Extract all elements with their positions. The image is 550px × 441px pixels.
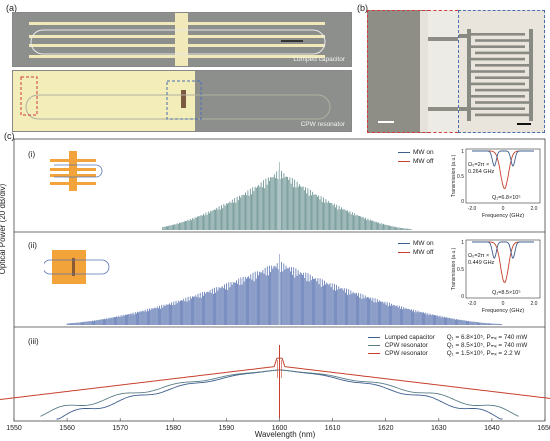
- inset-omega-label: Ω₀=2π ×: [468, 162, 489, 168]
- panel-label-c: (c): [4, 131, 15, 141]
- inset-ylabel: Transmission (a.u.): [451, 247, 457, 290]
- x-tick-label: 1570: [112, 425, 128, 432]
- inset-xtick: -2.0: [468, 301, 477, 307]
- micrograph-transition: [428, 10, 458, 133]
- inset-q-value: Q₁=8.5×10⁵: [492, 289, 521, 296]
- inset-ytick: 1: [461, 240, 464, 246]
- cpw-resonator-label: CPW resonator: [300, 121, 345, 128]
- inset-curve-mw-on: [472, 241, 534, 259]
- panel-label-b: (b): [357, 3, 368, 13]
- x-tick-label: 1620: [378, 425, 394, 432]
- inset-ytick: 0.5: [457, 174, 464, 180]
- inset-ytick: 0: [461, 199, 464, 205]
- x-axis-label: Wavelength (nm): [254, 430, 316, 439]
- inset-ytick: 0: [461, 294, 464, 300]
- lumped-electrode-icon: [50, 151, 103, 191]
- inset-omega-value: 0.449 GHz: [468, 260, 495, 266]
- x-tick-label: 1550: [6, 425, 22, 432]
- inset-xtick: 0: [502, 206, 505, 212]
- interdigitated-capacitor-drawing: [459, 29, 533, 125]
- inset-omega-value: 0.264 GHz: [468, 169, 495, 175]
- inset-xlabel: Frequency (GHz): [482, 308, 524, 314]
- lumped-capacitor-drawing: [29, 13, 326, 66]
- legend-ii-mw-on: MW on: [398, 239, 434, 248]
- x-tick-label: 1630: [431, 425, 447, 432]
- x-tick-label: 1640: [484, 425, 500, 432]
- legend-i-mw-on: MW on: [398, 148, 434, 157]
- x-tick-label: 1590: [219, 425, 235, 432]
- inset-xtick: -2.0: [468, 206, 477, 212]
- x-tick-label: 1650: [537, 425, 550, 432]
- comb-spectrum-i: [162, 162, 412, 230]
- micrograph-red-zoom: [367, 10, 430, 133]
- comb-spectrum-ii: [66, 254, 503, 325]
- cpw-resonator-drawing: [13, 71, 331, 131]
- x-tick-label: 1580: [166, 425, 182, 432]
- legend-ii-mw-off: MW off: [398, 248, 434, 257]
- inset-frame: [465, 239, 541, 299]
- legend-i: MW on MW off: [398, 148, 434, 166]
- inset-xtick: 2.0: [531, 301, 538, 307]
- series-cpw-resonator-high-power: [0, 357, 550, 400]
- inset-xlabel: Frequency (GHz): [482, 213, 524, 219]
- inset-xtick: 2.0: [531, 206, 538, 212]
- panel-label-a: (a): [6, 3, 17, 13]
- inset-transmission-i: Transmission (a.u.) 1 0.5 0 -2.0 0 2.0Frequenc…: [451, 148, 541, 219]
- legend-i-mw-off: MW off: [398, 157, 434, 166]
- inset-frame: [465, 148, 541, 204]
- cpw-electrode-icon: [44, 250, 110, 284]
- cpw-resonator-micrograph: CPW resonator: [12, 70, 352, 132]
- red-zoom-drawing: [378, 11, 429, 132]
- inset-ytick: 1: [461, 149, 464, 155]
- x-tick-label: 1560: [59, 425, 75, 432]
- transition-drawing: [428, 37, 458, 111]
- inset-transmission-ii: Transmission (a.u.) 1 0.5 0 -2.0 0 2.0Frequenc…: [451, 239, 541, 314]
- inset-curve-mw-on: [472, 150, 534, 167]
- panel-label-ii: (ii): [28, 241, 37, 250]
- panel-label-i: (i): [28, 150, 36, 159]
- inset-omega-label: Ω₀=2π ×: [468, 253, 489, 259]
- micrograph-blue-zoom: [458, 10, 545, 133]
- inset-q-value: Q₁=6.8×10⁵: [492, 194, 521, 201]
- inset-ylabel: Transmission (a.u.): [451, 154, 457, 197]
- simulated-spectra-iii: [0, 345, 550, 420]
- panel-label-iii: (iii): [28, 337, 39, 346]
- lumped-capacitor-label: Lumped capacitor: [293, 56, 345, 63]
- x-tick-label: 1600: [272, 425, 288, 432]
- lumped-capacitor-micrograph: Lumped capacitor: [12, 12, 352, 67]
- x-tick-label: 1610: [325, 425, 341, 432]
- legend-ii: MW on MW off: [398, 239, 434, 257]
- inset-xtick: 0: [502, 301, 505, 307]
- inset-ytick: 0.5: [457, 267, 464, 273]
- x-axis-ticks: 1550 1560 1570 1580 1590 1600 1610 1620 1630 1640…: [6, 418, 550, 432]
